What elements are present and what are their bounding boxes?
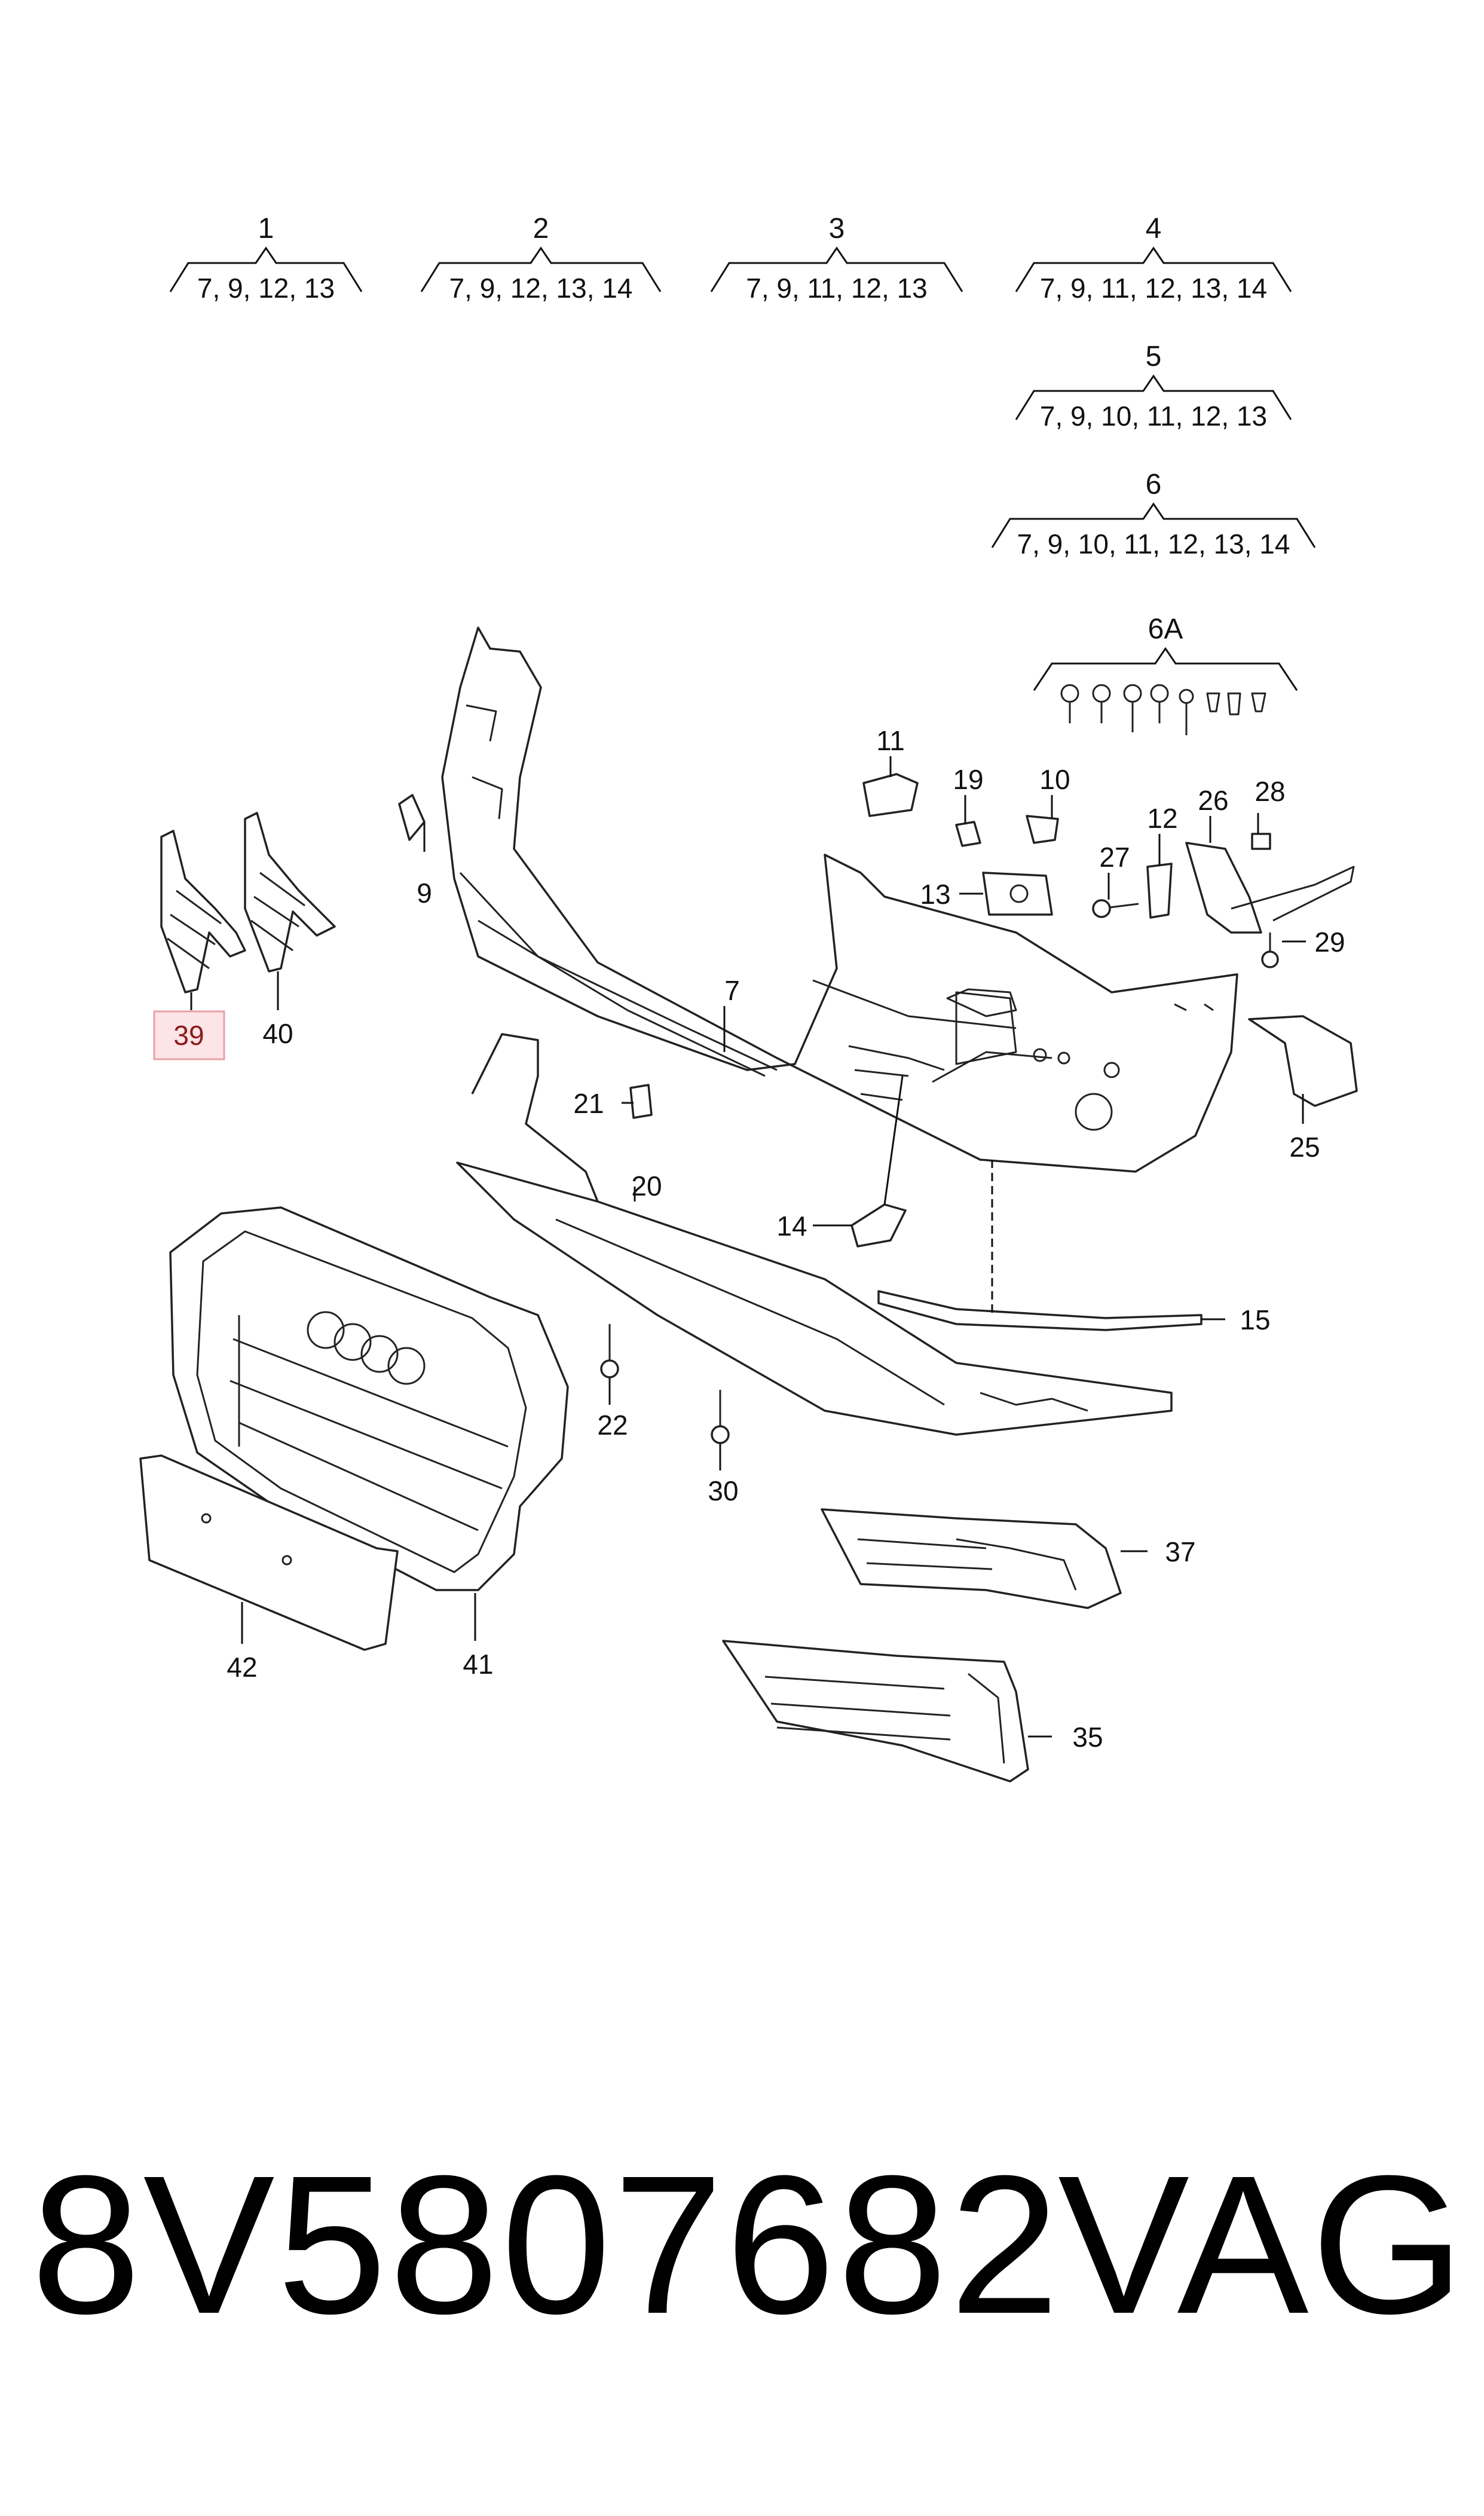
kit-2-items: 7, 9, 12, 13, 14 <box>449 273 633 304</box>
callout-29: 29 <box>1314 927 1345 958</box>
kit-3-items: 7, 9, 11, 12, 13 <box>746 273 928 304</box>
screw-27 <box>1092 899 1139 918</box>
callout-25: 25 <box>1289 1132 1320 1163</box>
trim-strip-15 <box>877 1290 1203 1331</box>
side-trim-9 <box>398 794 426 841</box>
kit-6a: 6A <box>1033 613 1298 735</box>
kit-4-items: 7, 9, 11, 12, 13, 14 <box>1040 273 1267 304</box>
part-number: 8V5807682 <box>31 2134 1062 2355</box>
plate-holder-42 <box>139 1454 399 1651</box>
kit-6-label: 6 <box>1146 469 1162 500</box>
callout-13: 13 <box>920 879 950 910</box>
fog-grille-35 <box>722 1640 1029 1783</box>
kit-6a-brace <box>1033 647 1298 691</box>
callout-14: 14 <box>776 1210 807 1242</box>
kit-1-items: 7, 9, 12, 13 <box>197 273 335 304</box>
kit-6: 6 7, 9, 10, 11, 12, 13, 14 <box>991 469 1316 560</box>
callout-10: 10 <box>1039 764 1070 795</box>
kit-5-items: 7, 9, 10, 11, 12, 13 <box>1040 401 1267 432</box>
clip-10 <box>1026 815 1059 844</box>
kit-5-label: 5 <box>1146 341 1162 372</box>
kit-2: 2 7, 9, 12, 13, 14 <box>420 213 662 304</box>
callout-39: 39 <box>173 1020 204 1051</box>
brand-label: VAG <box>1058 2134 1467 2355</box>
callout-27: 27 <box>1099 842 1130 873</box>
kit-4-label: 4 <box>1146 213 1162 244</box>
highlight-box <box>153 1010 225 1060</box>
kit-6-brace <box>991 502 1316 548</box>
kit-4-brace <box>1015 246 1292 292</box>
grille-insert-39 <box>160 830 246 993</box>
callout-40: 40 <box>262 1018 293 1049</box>
callout-9: 9 <box>417 878 432 909</box>
fog-grille-37 <box>821 1508 1122 1609</box>
kit-3-brace <box>710 246 963 292</box>
callout-28: 28 <box>1254 776 1285 807</box>
cap-11 <box>862 773 919 817</box>
callout-7: 7 <box>724 975 740 1006</box>
guide-21 <box>629 1084 653 1119</box>
kit-1-brace <box>169 246 363 292</box>
screw-29 <box>1261 933 1279 968</box>
grille-insert-40 <box>244 812 336 973</box>
kit-1-label: 1 <box>258 213 274 244</box>
callout-42: 42 <box>227 1652 257 1683</box>
kit-1: 1 7, 9, 12, 13 <box>169 213 363 304</box>
bumper-cover <box>441 626 1238 1173</box>
screw-30 <box>711 1390 730 1444</box>
kit-2-brace <box>420 246 662 292</box>
callout-41: 41 <box>463 1649 493 1680</box>
cap-14 <box>850 1203 907 1248</box>
callout-39-highlight: 39 <box>153 1010 225 1060</box>
kit-5-brace <box>1015 374 1292 420</box>
leader-lines <box>190 756 1306 1738</box>
impact-absorber-20 <box>456 1033 1173 1436</box>
kit-3: 3 7, 9, 11, 12, 13 <box>710 213 963 304</box>
callout-20: 20 <box>631 1170 662 1202</box>
clip-28 <box>1251 833 1271 850</box>
kit-2-label: 2 <box>533 213 549 244</box>
callout-30: 30 <box>708 1475 738 1506</box>
bracket-26 <box>1185 842 1355 934</box>
fastener-kit-icons <box>1060 684 1266 735</box>
kit-5: 5 7, 9, 10, 11, 12, 13 <box>1015 341 1292 432</box>
sensor-holder-13 <box>982 872 1053 916</box>
callout-37: 37 <box>1165 1536 1195 1567</box>
callout-26: 26 <box>1198 785 1228 816</box>
kit-6a-label: 6A <box>1148 613 1183 645</box>
kit-6-items: 7, 9, 10, 11, 12, 13, 14 <box>1017 528 1290 560</box>
screw-22 <box>600 1324 619 1378</box>
callout-19: 19 <box>953 764 983 795</box>
radiator-grille-41 <box>169 1206 569 1591</box>
clip-19 <box>955 821 981 847</box>
callout-35: 35 <box>1072 1722 1103 1753</box>
callout-21: 21 <box>573 1088 604 1119</box>
callout-15: 15 <box>1240 1304 1270 1335</box>
bracket-12 <box>1146 863 1173 919</box>
bracket-25 <box>1248 1015 1358 1107</box>
kit-4: 4 7, 9, 11, 12, 13, 14 <box>1015 213 1292 304</box>
kit-3-label: 3 <box>829 213 845 244</box>
callout-11: 11 <box>876 725 905 756</box>
callout-labels: 7 9 10 11 12 13 14 15 19 20 21 22 25 26 … <box>227 725 1345 1753</box>
callout-12: 12 <box>1147 803 1177 834</box>
callout-22: 22 <box>597 1410 628 1441</box>
